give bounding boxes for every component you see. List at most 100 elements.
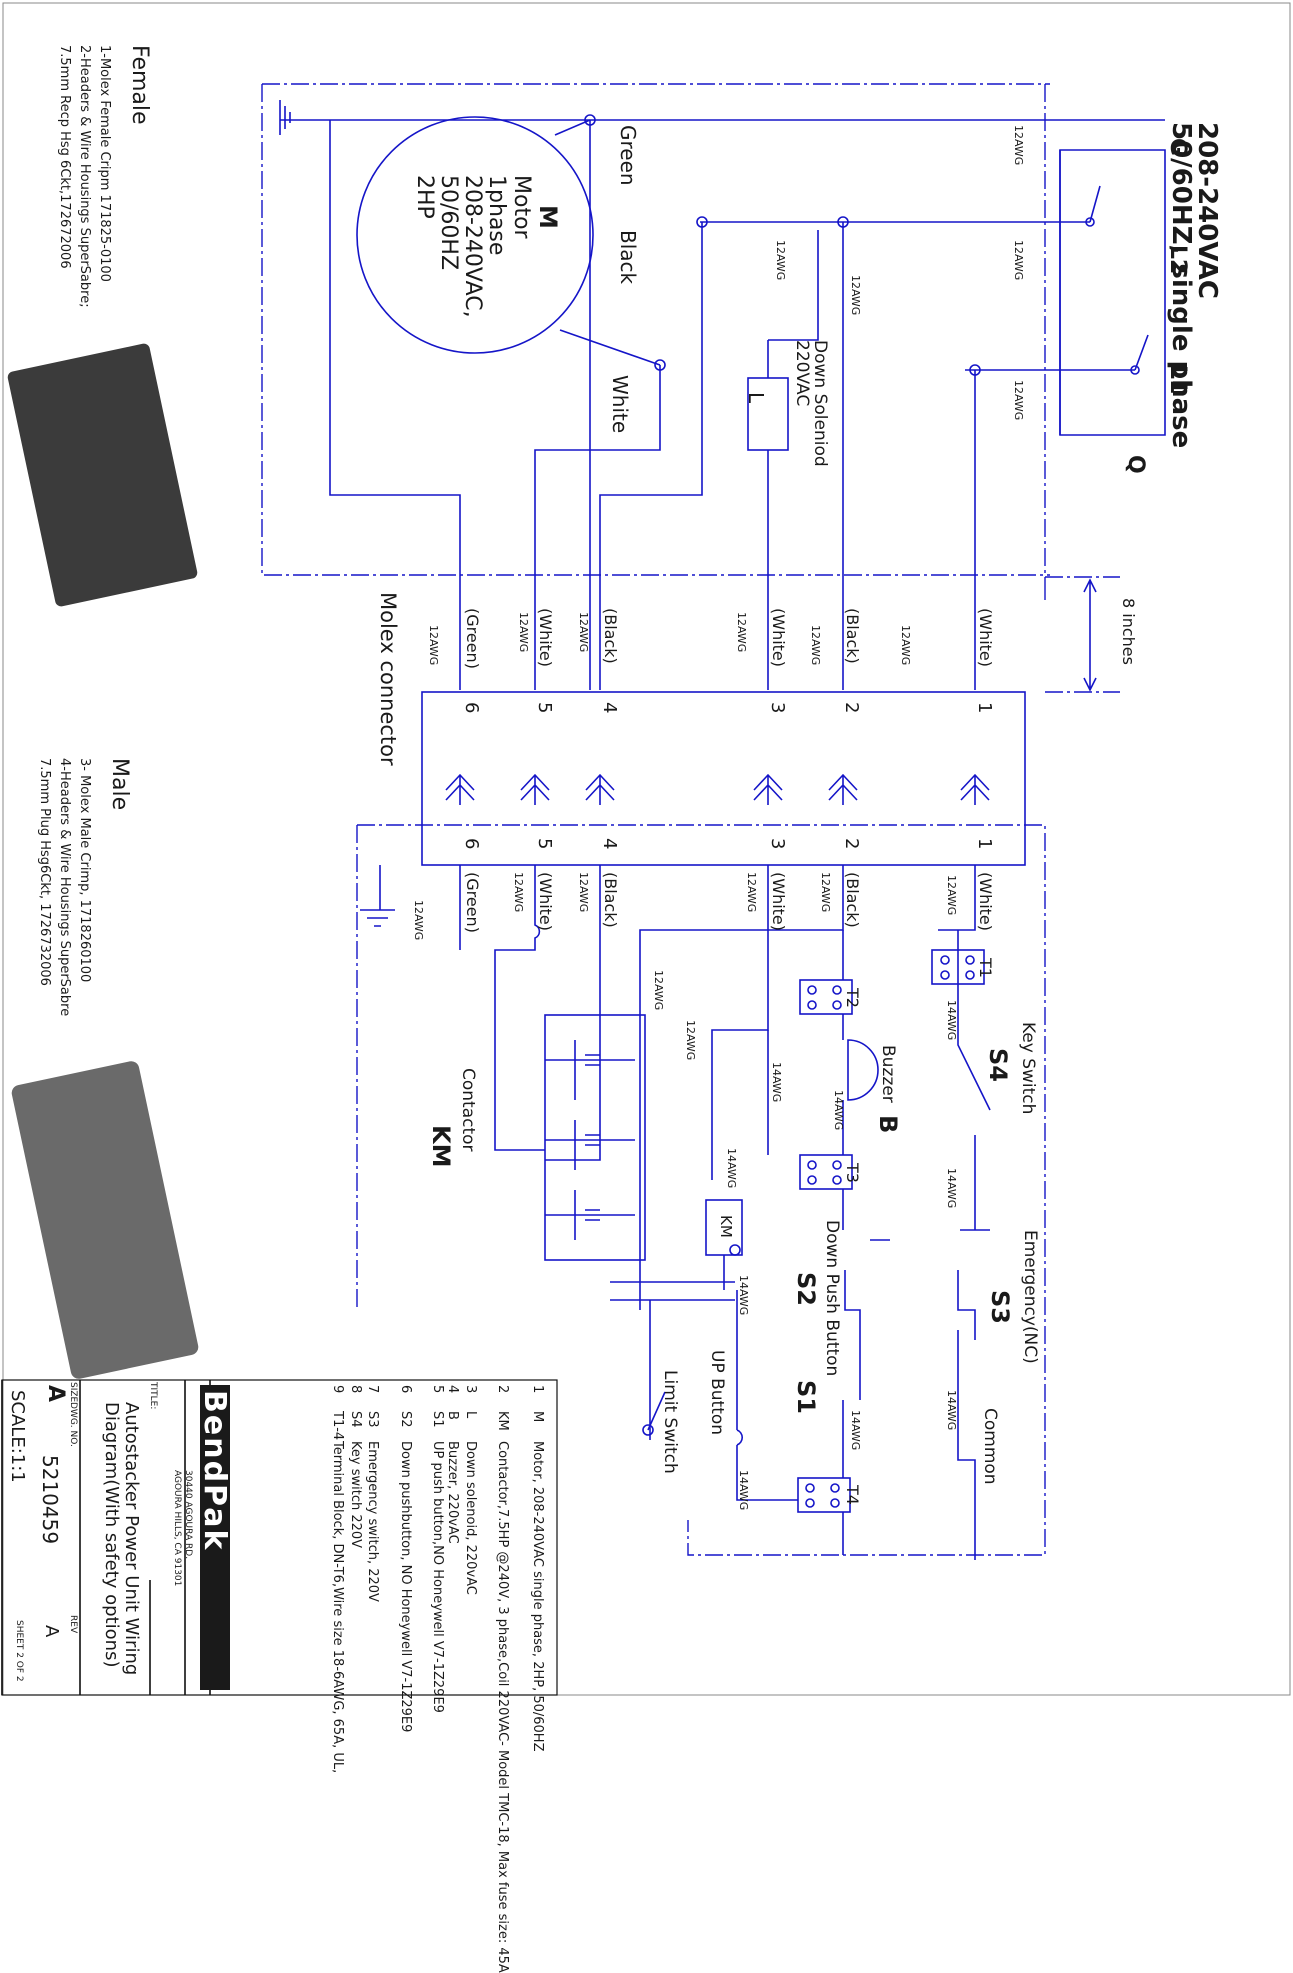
bom-number: 2	[495, 1385, 510, 1394]
bom-symbol: M	[530, 1411, 545, 1423]
s3-label: S3	[986, 1290, 1014, 1324]
bom-description: Buzzer, 220vAC	[445, 1441, 460, 1544]
t3-label: T3	[843, 1163, 862, 1183]
km-label: KM	[427, 1125, 455, 1168]
bom-row: 8S4Key switch 220V	[348, 1385, 363, 1548]
female-line-1: 1-Molex Female Cripm 171825-0100	[97, 45, 112, 282]
limit-switch-label: Limit Switch	[660, 1370, 680, 1474]
awg-supply-l2: 12AWG	[1012, 240, 1025, 281]
buzzer-label: Buzzer	[878, 1045, 898, 1103]
bom-symbol: S2	[398, 1411, 413, 1428]
lower-enclosure	[356, 824, 1046, 1556]
molex-pin-arrow	[520, 773, 550, 805]
bom-description: Down solenoid, 220vAC	[463, 1441, 478, 1595]
bom-description: UP push button,NO Honeywell V7-1Z29E9	[430, 1441, 445, 1713]
bom-description: Emergency switch, 220V	[365, 1441, 380, 1602]
awg-pin4-bottom: 12AWG	[577, 872, 590, 913]
rev-value: A	[41, 1625, 62, 1638]
female-line-2: 2-Headers & Wire Housings SuperSabre;	[77, 45, 92, 308]
awg-pin6-bottom: 12AWG	[412, 900, 425, 941]
solenoid-label-1: Down Soleniod	[810, 340, 830, 467]
male-color-2: (Black)	[843, 872, 862, 928]
awg-s1-t4: 14AWG	[737, 1470, 750, 1511]
bom-symbol: S3	[365, 1411, 380, 1428]
male-line-3: 7.5mm Plug Hsg6Ckt, 1726732006	[37, 758, 52, 986]
male-line-2: 4-Headers & Wire Housings SuperSabre	[57, 758, 72, 1017]
control-circuit	[360, 865, 991, 1560]
l2-label: L2	[1165, 245, 1190, 275]
s2-label: S2	[792, 1272, 820, 1306]
awg-pin5-top: 12AWG	[517, 612, 530, 653]
bom-row: 2KMContactor,7.5HP @240V, 3 phase,Coil 2…	[495, 1385, 510, 1973]
schematic-canvas: .w { stroke:#1515c8; stroke-width:1.6; f…	[1, 2, 1291, 1696]
awg-pin2-bottom: 12AWG	[819, 872, 832, 913]
molex-connector	[421, 691, 1026, 866]
bom-symbol: KM	[495, 1411, 510, 1431]
bom-row: 7S3Emergency switch, 220V	[365, 1385, 380, 1602]
sheet-value: SHEET 2 OF 2	[14, 1620, 24, 1682]
size-value: A	[43, 1385, 68, 1403]
molex-pin-m6: 6	[461, 838, 482, 850]
bom-symbol: L	[463, 1411, 478, 1419]
bendpak-logo	[200, 1385, 230, 1690]
b-label: B	[874, 1115, 902, 1134]
awg-pin6-top: 12AWG	[427, 625, 440, 666]
awg-pin3-bottom: 12AWG	[745, 872, 758, 913]
awg-pin5-bottom: 12AWG	[512, 872, 525, 913]
molex-pin-f6: 6	[461, 702, 482, 714]
male-color-1: (White)	[976, 872, 995, 932]
molex-color-3: (White)	[769, 608, 788, 668]
molex-color-2: (Black)	[843, 608, 862, 664]
address-line-2: AGOURA HILLS, CA 91301	[172, 1470, 182, 1587]
down-solenoid	[747, 216, 981, 690]
bom-number: 7	[365, 1385, 380, 1394]
female-line-3: 7.5mm Recp Hsg 6Ckt,172672006	[57, 45, 72, 269]
awg-pin1-top: 12AWG	[899, 625, 912, 666]
motor-green-label: Green	[616, 125, 640, 186]
bom-and-title-frame	[1, 1379, 558, 1696]
male-color-6: (Green)	[463, 872, 482, 933]
dwg-number: 5210459	[38, 1455, 62, 1545]
km-coil-label: KM	[717, 1215, 735, 1238]
bom-description: Key switch 220V	[348, 1441, 363, 1549]
contactor-label: Contactor	[458, 1068, 478, 1152]
address-line-1: 30440 AGOURA RD.	[183, 1470, 193, 1560]
molex-arrows	[445, 773, 990, 805]
awg-supply-l1: 12AWG	[1012, 380, 1025, 421]
drawing-title-1: Autostacker Power Unit Wiring	[121, 1402, 142, 1676]
t2-label: T2	[843, 988, 862, 1008]
awg-pin4-top: 12AWG	[577, 612, 590, 653]
bom-row: 6S2Down pushbutton, NO Honeywell V7-1Z29…	[398, 1385, 413, 1732]
bom-row: 4BBuzzer, 220vAC	[445, 1385, 460, 1544]
motor-black-label: Black	[616, 230, 640, 285]
molex-color-5: (White)	[536, 608, 555, 668]
bom-symbol: T1-4	[330, 1411, 345, 1441]
motor-label-4: 50/60HZ	[436, 175, 461, 271]
molex-color-4: (Black)	[601, 608, 620, 664]
molex-pin-m5: 5	[534, 838, 555, 850]
bom-description: Down pushbutton, NO Honeywell V7-1Z29E9	[398, 1441, 413, 1733]
t4-label: T4	[843, 1485, 862, 1505]
male-line-1: 3- Molex Male Crimp, 1718260100	[77, 758, 92, 983]
supply-wiring	[279, 100, 1166, 436]
bom-symbol: S4	[348, 1411, 363, 1428]
motor-symbol: M	[534, 205, 562, 229]
male-color-3: (White)	[769, 872, 788, 932]
awg-s2-t4: 14AWG	[849, 1410, 862, 1451]
molex-pin-m3: 3	[767, 838, 788, 850]
s4-label: S4	[984, 1048, 1012, 1082]
bom-number: 8	[348, 1385, 363, 1394]
awg-supply-g: 12AWG	[1012, 125, 1025, 166]
bom-number: 1	[530, 1385, 545, 1394]
awg-key-emerg: 14AWG	[945, 1168, 958, 1209]
size-caption: SIZE	[68, 1382, 78, 1403]
molex-pin-f1: 1	[974, 702, 995, 714]
ground-label: G	[1165, 138, 1190, 157]
awg-km-s1: 14AWG	[737, 1275, 750, 1316]
awg-common: 14AWG	[945, 1390, 958, 1431]
down-push-label: Down Push Button	[822, 1220, 842, 1377]
up-button-label: UP Button	[707, 1350, 727, 1436]
emergency-label: Emergency(NC)	[1020, 1230, 1040, 1364]
solenoid-label-2: 220VAC	[792, 340, 812, 407]
solenoid-symbol: L	[744, 392, 768, 404]
